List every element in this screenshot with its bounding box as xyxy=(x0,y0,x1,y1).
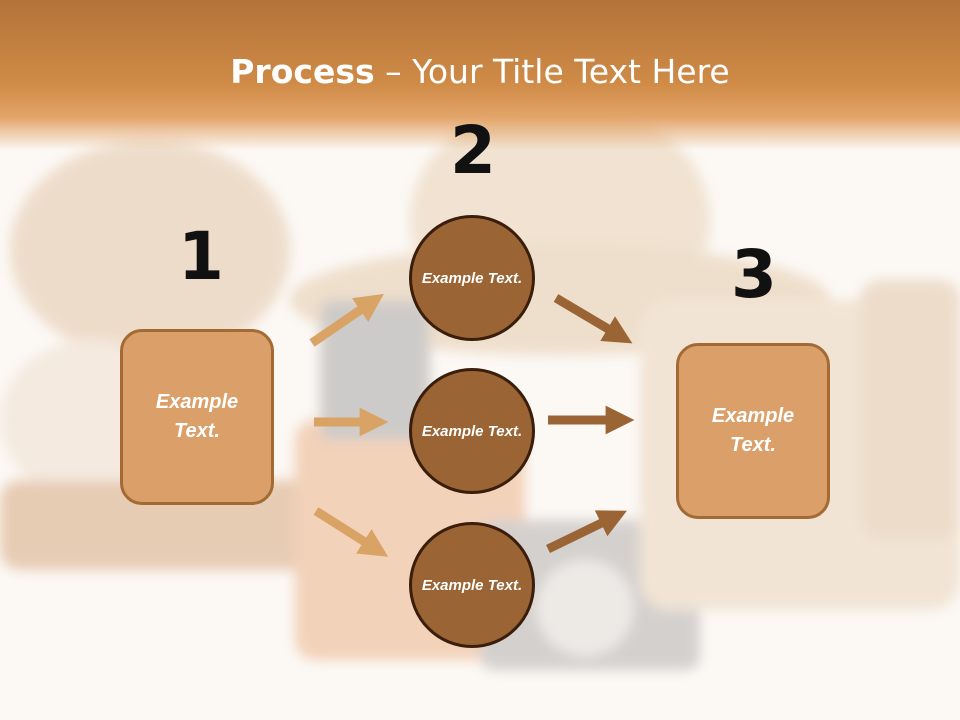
left-box-label: Example Text. xyxy=(155,391,239,442)
circle-top-label: Example Text. xyxy=(421,269,523,287)
arrow-bottom-to-right xyxy=(546,510,627,554)
arrow-left-to-top xyxy=(309,293,384,347)
circle-bottom-label: Example Text. xyxy=(421,576,523,594)
circle-middle-label: Example Text. xyxy=(421,422,523,440)
arrow-top-to-right xyxy=(553,294,633,344)
step-number-1: 1 xyxy=(178,218,224,295)
title-bold: Process xyxy=(230,52,375,91)
title-banner xyxy=(0,0,960,150)
right-box-label: Example Text. xyxy=(711,405,795,456)
slide-title[interactable]: Process – Your Title Text Here xyxy=(0,52,960,91)
left-process-box[interactable]: Example Text. xyxy=(120,329,274,505)
step-number-2: 2 xyxy=(450,112,496,189)
step-number-3: 3 xyxy=(731,236,777,313)
right-process-box[interactable]: Example Text. xyxy=(676,343,830,519)
title-rest: – Your Title Text Here xyxy=(374,52,730,91)
circle-bottom[interactable]: Example Text. xyxy=(409,522,535,648)
arrow-left-to-bottom xyxy=(313,507,389,557)
circle-middle[interactable]: Example Text. xyxy=(409,368,535,494)
circle-top[interactable]: Example Text. xyxy=(409,215,535,341)
